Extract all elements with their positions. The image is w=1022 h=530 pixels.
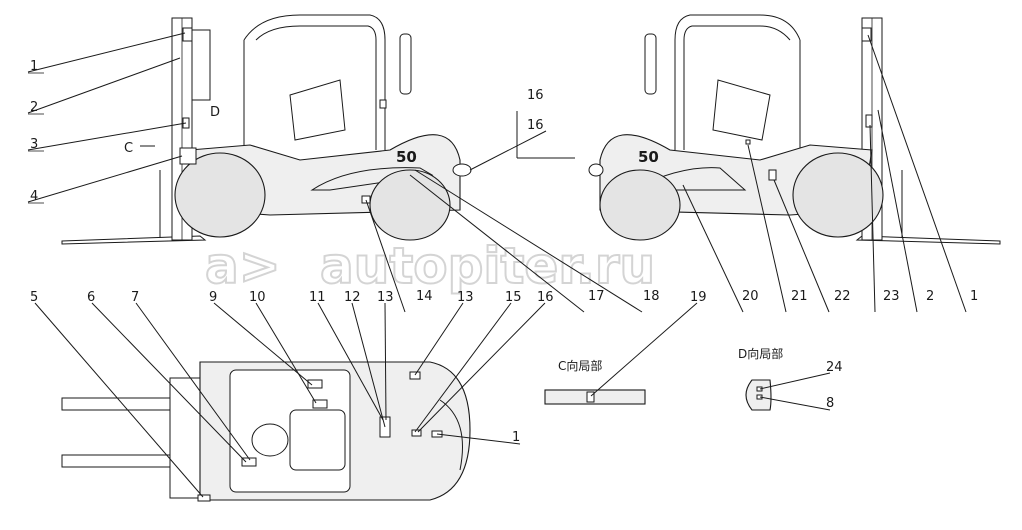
- label-cab-left: [379, 99, 387, 109]
- right-exhaust: [644, 33, 657, 95]
- top-view: [61, 361, 471, 502]
- watermark: a> autopiter.ru: [204, 236, 656, 296]
- right-fork-lower: [855, 235, 1001, 245]
- left-exhaust: [399, 33, 412, 95]
- callout-1-top: 1: [512, 430, 520, 445]
- right-cab-frame: [674, 14, 801, 150]
- c-detail-title: C向局部: [558, 358, 602, 373]
- callout-14: 14: [416, 289, 433, 304]
- callout-numbers: 1 2 3 4 16 16 14 17 18 20 21 22 23 2 1 5…: [30, 59, 978, 445]
- callout-2-right: 2: [926, 289, 934, 304]
- callout-13-a: 13: [377, 290, 394, 305]
- capacity-badge-right: 50: [638, 148, 659, 166]
- callout-12: 12: [344, 290, 361, 305]
- left-stripe: [310, 167, 434, 191]
- callout-19: 19: [690, 290, 707, 305]
- top-seat: [289, 409, 346, 471]
- top-fork-lower: [61, 454, 181, 468]
- callout-4: 4: [30, 189, 38, 204]
- capacity-badge-left: 50: [396, 148, 417, 166]
- callout-8: 8: [826, 396, 834, 411]
- callout-15: 15: [505, 290, 522, 305]
- callout-16-b: 16: [527, 118, 544, 133]
- right-front-tire: [792, 152, 884, 238]
- label-9: [307, 379, 323, 389]
- callout-9: 9: [209, 290, 217, 305]
- callout-10: 10: [249, 290, 266, 305]
- right-side-view: 50: [588, 14, 1001, 245]
- label-1-left: [182, 27, 193, 42]
- callout-21: 21: [791, 289, 808, 304]
- top-fork-upper: [61, 397, 181, 411]
- label-10: [312, 399, 328, 409]
- label-16-left: [452, 163, 472, 177]
- label-23: [865, 114, 873, 128]
- label-22: [768, 169, 777, 181]
- callout-7: 7: [131, 290, 139, 305]
- label-21: [745, 139, 751, 145]
- view-marker-d: D: [210, 105, 220, 120]
- label-16-right: [588, 163, 604, 177]
- watermark-text: autopiter.ru: [320, 237, 655, 295]
- top-steering-wheel: [251, 423, 289, 457]
- callout-22: 22: [834, 289, 851, 304]
- view-marker-c: C: [124, 141, 133, 156]
- label-13: [409, 371, 421, 380]
- callout-2-left: 2: [30, 100, 38, 115]
- left-seat: [289, 79, 346, 141]
- callout-18: 18: [643, 289, 660, 304]
- left-front-tire: [174, 152, 266, 238]
- label-4: [179, 147, 197, 165]
- watermark-logo: a>: [205, 237, 281, 295]
- left-side-view: 50 D C: [61, 14, 472, 245]
- callout-24: 24: [826, 360, 843, 375]
- label-14: [361, 195, 371, 204]
- callout-6: 6: [87, 290, 95, 305]
- callout-1-left: 1: [30, 59, 38, 74]
- callout-16-c: 16: [537, 290, 554, 305]
- d-detail-title: D向局部: [738, 346, 783, 361]
- left-mast-chain: [191, 29, 211, 101]
- label-19: [586, 391, 595, 403]
- label-5: [197, 494, 211, 502]
- left-fork-lower: [61, 235, 207, 245]
- callout-20: 20: [742, 289, 759, 304]
- callout-5: 5: [30, 290, 38, 305]
- c-detail-view: C向局部: [544, 358, 646, 405]
- callout-17: 17: [588, 289, 605, 304]
- top-mast: [169, 377, 201, 499]
- callout-underlines: [28, 72, 44, 204]
- callout-13-b: 13: [457, 290, 474, 305]
- left-cab-frame: [243, 14, 386, 150]
- callout-16-a: 16: [527, 88, 544, 103]
- right-rear-tire: [599, 169, 681, 241]
- callout-3: 3: [30, 137, 38, 152]
- label-1-right: [861, 27, 872, 42]
- left-rear-tire: [369, 169, 451, 241]
- callout-lines: [27, 32, 967, 498]
- c-detail-plate: [544, 389, 646, 405]
- callout-1-right: 1: [970, 289, 978, 304]
- callout-11: 11: [309, 290, 326, 305]
- callout-23: 23: [883, 289, 900, 304]
- right-seat: [712, 79, 771, 141]
